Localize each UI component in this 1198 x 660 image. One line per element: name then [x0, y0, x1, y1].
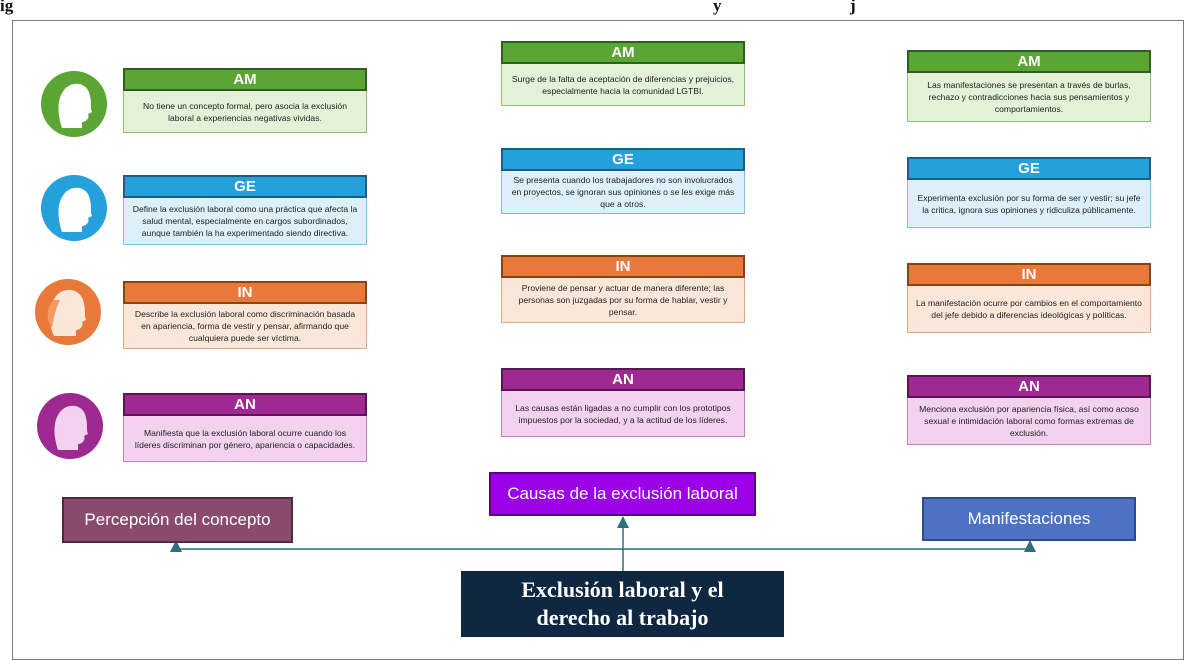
category-manifestations: Manifestaciones — [922, 497, 1136, 541]
middle-card-am-text: Surge de la falta de aceptación de difer… — [501, 64, 745, 106]
middle-card-an-code: AN — [501, 368, 745, 391]
left-card-an-text: Manifiesta que la exclusión laboral ocur… — [123, 416, 367, 462]
middle-card-in-code: IN — [501, 255, 745, 278]
middle-card-an: AN Las causas están ligadas a no cumplir… — [501, 368, 745, 437]
middle-card-am-code: AM — [501, 41, 745, 64]
woman-profile-icon-orange — [32, 276, 104, 348]
woman-profile-icon-purple — [34, 390, 106, 462]
left-card-in-text: Describe la exclusión laboral como discr… — [123, 304, 367, 349]
central-topic-box: Exclusión laboral y el derecho al trabaj… — [461, 571, 784, 637]
category-causes: Causas de la exclusión laboral — [489, 472, 756, 516]
left-card-am-code: AM — [123, 68, 367, 91]
right-card-ge: GE Experimenta exclusión por su forma de… — [907, 157, 1151, 228]
middle-card-ge: GE Se presenta cuando los trabajadores n… — [501, 148, 745, 214]
right-card-ge-text: Experimenta exclusión por su forma de se… — [907, 180, 1151, 228]
left-card-in-code: IN — [123, 281, 367, 304]
header-fragment: ig y j — [0, 0, 1198, 16]
category-perception: Percepción del concepto — [62, 497, 293, 543]
right-card-ge-code: GE — [907, 157, 1151, 180]
left-card-ge: GE Define la exclusión laboral como una … — [123, 175, 367, 245]
middle-card-in: IN Proviene de pensar y actuar de manera… — [501, 255, 745, 323]
left-card-ge-code: GE — [123, 175, 367, 198]
right-card-in: IN La manifestación ocurre por cambios e… — [907, 263, 1151, 333]
woman-profile-icon-green — [38, 68, 110, 140]
right-card-an-code: AN — [907, 375, 1151, 398]
right-card-an-text: Menciona exclusión por apariencia física… — [907, 398, 1151, 445]
left-card-an: AN Manifiesta que la exclusión laboral o… — [123, 393, 367, 462]
central-topic-line1: Exclusión laboral y el — [521, 577, 724, 602]
middle-card-an-text: Las causas están ligadas a no cumplir co… — [501, 391, 745, 437]
middle-card-in-text: Proviene de pensar y actuar de manera di… — [501, 278, 745, 323]
left-card-in: IN Describe la exclusión laboral como di… — [123, 281, 367, 349]
right-card-am-code: AM — [907, 50, 1151, 73]
middle-card-ge-text: Se presenta cuando los trabajadores no s… — [501, 171, 745, 214]
right-card-am: AM Las manifestaciones se presentan a tr… — [907, 50, 1151, 122]
right-card-an: AN Menciona exclusión por apariencia fís… — [907, 375, 1151, 445]
header-fragment-mid: y — [713, 0, 722, 15]
left-card-am-text: No tiene un concepto formal, pero asocia… — [123, 91, 367, 133]
left-card-am: AM No tiene un concepto formal, pero aso… — [123, 68, 367, 133]
right-card-in-code: IN — [907, 263, 1151, 286]
left-card-an-code: AN — [123, 393, 367, 416]
middle-card-am: AM Surge de la falta de aceptación de di… — [501, 41, 745, 106]
woman-profile-icon-blue — [38, 172, 110, 244]
right-card-am-text: Las manifestaciones se presentan a travé… — [907, 73, 1151, 122]
right-card-in-text: La manifestación ocurre por cambios en e… — [907, 286, 1151, 333]
left-card-ge-text: Define la exclusión laboral como una prá… — [123, 198, 367, 245]
middle-card-ge-code: GE — [501, 148, 745, 171]
central-topic-line2: derecho al trabajo — [536, 605, 709, 630]
header-fragment-right: j — [850, 0, 856, 15]
header-fragment-left: ig — [0, 0, 14, 15]
